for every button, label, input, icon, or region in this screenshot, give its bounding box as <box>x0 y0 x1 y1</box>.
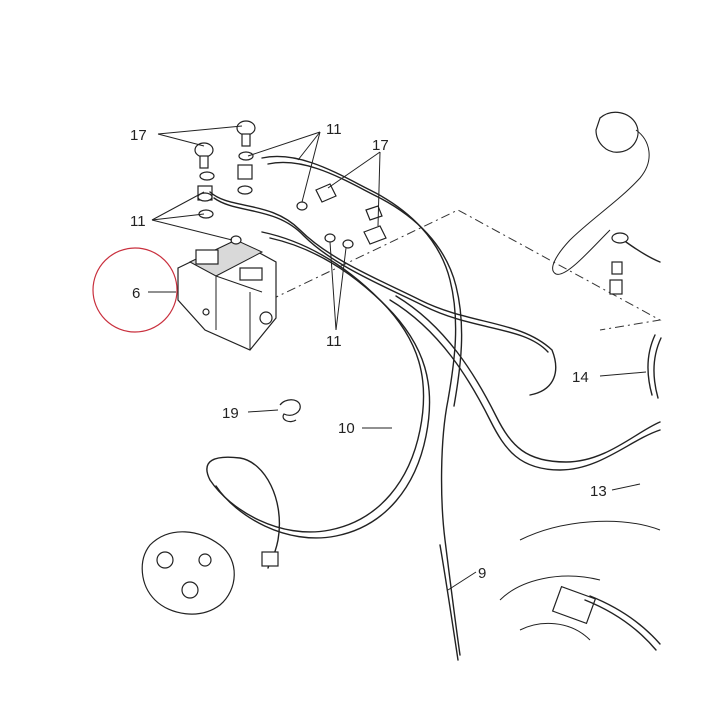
handlebar-master-cylinder <box>552 111 661 295</box>
label-part-17-left: 17 <box>130 127 147 144</box>
label-part-13: 13 <box>590 483 607 500</box>
label-part-6: 6 <box>132 285 140 302</box>
label-part-10: 10 <box>338 420 355 437</box>
abs-hydraulic-unit[interactable] <box>177 239 277 351</box>
reference-outline <box>269 209 662 331</box>
label-part-9: 9 <box>478 565 486 582</box>
label-part-14: 14 <box>572 369 589 386</box>
bolts-and-washers <box>194 120 387 249</box>
hose-clamp <box>279 399 301 423</box>
label-part-17-right: 17 <box>372 137 389 154</box>
front-brake-caliper <box>141 531 279 615</box>
leader-lines <box>148 125 647 591</box>
label-part-11-left: 11 <box>130 213 146 230</box>
label-part-19: 19 <box>222 405 239 422</box>
rear-brake-area <box>499 520 661 651</box>
label-part-11-top: 11 <box>326 121 342 138</box>
highlight-circle <box>92 247 178 333</box>
label-part-11-bottom: 11 <box>326 333 342 350</box>
brake-hoses <box>206 155 662 661</box>
part-number-labels: 6 17 17 11 11 11 19 10 9 13 14 <box>130 121 607 582</box>
